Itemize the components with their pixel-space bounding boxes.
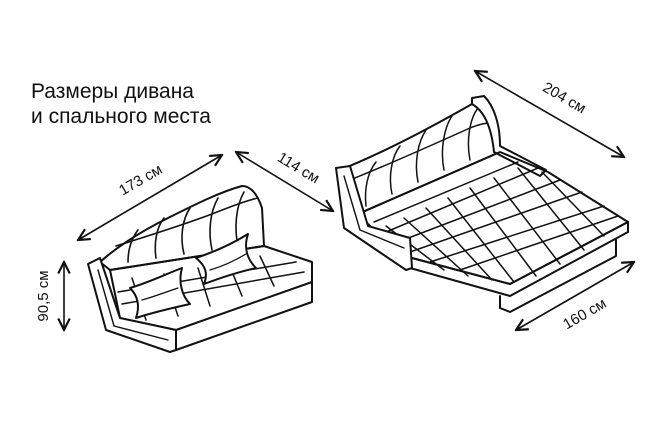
bed-backrest [339,102,501,215]
bed-right-armrest [471,95,547,177]
bed-base-rail [499,239,617,313]
arrow-bed-width [516,262,634,330]
title-line-2: и спального места [31,105,211,128]
label-bed-length: 204 см [540,79,589,117]
page-title: Размеры дивана и спального места [31,79,211,129]
dimension-lines [64,71,634,330]
bed-left-armrest [335,165,413,271]
arrow-sofa-width [78,155,222,240]
title-line-1: Размеры дивана [31,80,194,103]
sofa-front-rail [175,281,313,351]
unfolded-bed [335,95,629,313]
folded-sofa [87,185,313,353]
arrow-bed-length [475,71,624,157]
sofa-left-armrest [87,257,177,353]
arrow-sofa-depth [236,152,333,211]
label-sofa-height: 90,5 см [35,270,52,321]
sofa-pillow-left [129,267,191,319]
label-sofa-depth: 114 см [274,149,322,187]
bed-front-edge [409,221,629,297]
sofa-pillow-right [195,233,257,285]
